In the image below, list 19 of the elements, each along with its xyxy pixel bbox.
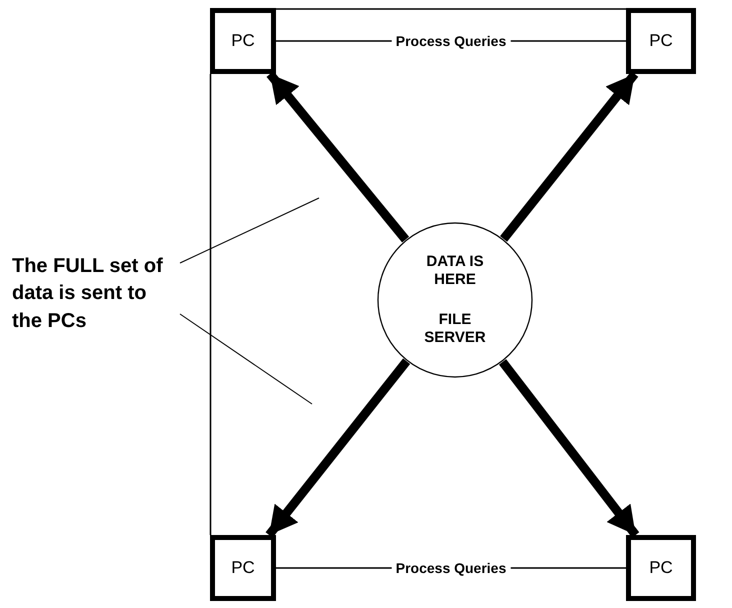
computer-box xyxy=(210,8,276,74)
annotation-text: The FULL set of data is sent to the PCs xyxy=(12,254,164,334)
leader-line xyxy=(180,198,320,264)
computer-box xyxy=(210,535,276,601)
node-label: PC xyxy=(231,558,255,578)
edge-label: Process Queries xyxy=(392,560,510,576)
arrow xyxy=(266,71,410,242)
node-label: DATA IS HERE xyxy=(425,253,485,289)
node-label: PC xyxy=(231,31,255,51)
node-label: PC xyxy=(649,558,673,578)
edge-label: Process Queries xyxy=(392,33,510,49)
node-label: FILE SERVER xyxy=(423,311,487,347)
computer-box xyxy=(626,535,696,601)
computer-box xyxy=(626,8,696,74)
arrow xyxy=(498,359,640,538)
arrow xyxy=(266,358,410,538)
node-label: PC xyxy=(649,31,673,51)
server-circle xyxy=(377,222,533,378)
leader-line xyxy=(180,314,312,404)
